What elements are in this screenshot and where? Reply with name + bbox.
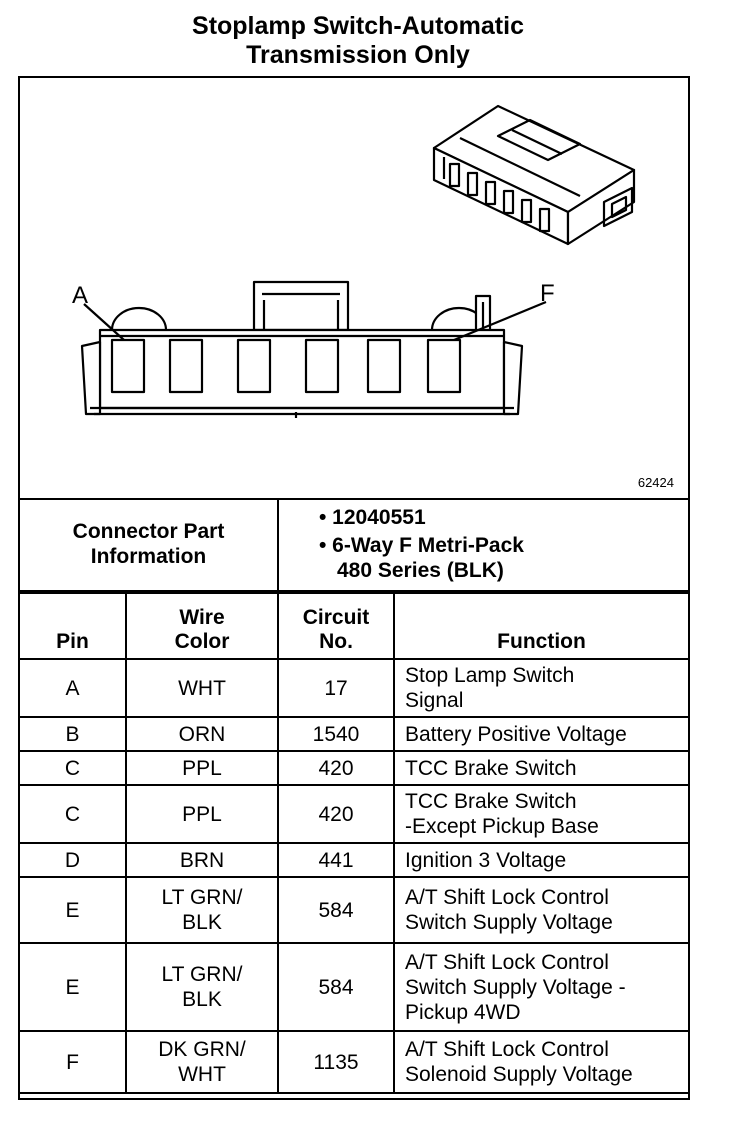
circuit-cell: 1135 xyxy=(277,1030,395,1094)
wire-color-line-1: BRN xyxy=(179,848,225,872)
wire-color-line-1: PPL xyxy=(182,802,222,826)
wire-color-cell: DK GRN/WHT xyxy=(125,1030,279,1094)
function-line-1: Battery Positive Voltage xyxy=(405,722,627,746)
function-line-2: Switch Supply Voltage - xyxy=(405,975,626,999)
function-cell: Ignition 3 Voltage xyxy=(393,842,688,878)
connector-description: • 6-Way F Metri-Pack 480 Series (BLK) xyxy=(319,533,688,583)
wire-color-line-2: BLK xyxy=(182,911,222,934)
connector-illustration: A F 62424 xyxy=(20,78,688,500)
circuit-header-line-1: Circuit xyxy=(302,606,370,629)
wire-color-cell: ORN xyxy=(125,716,279,752)
function-cell: Battery Positive Voltage xyxy=(393,716,688,752)
pin-f-leader xyxy=(453,300,547,342)
circuit-cell: 420 xyxy=(277,784,395,844)
pin-table: Pin Wire Color Circuit No. Function A WH… xyxy=(20,592,688,1094)
circuit-header: Circuit No. xyxy=(277,592,395,660)
function-header: Function xyxy=(393,592,688,660)
figure-number: 62424 xyxy=(637,475,674,490)
pin-cell: E xyxy=(20,876,127,944)
pin-cell: F xyxy=(20,1030,127,1094)
table-row: B ORN 1540 Battery Positive Voltage xyxy=(20,716,688,752)
connector-description-line-1: • 6-Way F Metri-Pack xyxy=(319,534,524,557)
connector-sheet: A F 62424 Connector Part Information • 1… xyxy=(18,76,690,1100)
wire-color-line-1: ORN xyxy=(178,722,226,746)
connector-info-header-line-1: Connector Part xyxy=(72,520,225,543)
function-line-1: Stop Lamp Switch xyxy=(405,664,575,687)
part-number: • 12040551 xyxy=(319,506,426,529)
pin-cell: D xyxy=(20,842,127,878)
wire-color-cell: LT GRN/BLK xyxy=(125,942,279,1032)
table-row: F DK GRN/WHT 1135 A/T Shift Lock Control… xyxy=(20,1030,688,1094)
connector-description-line-2: 480 Series (BLK) xyxy=(337,559,504,582)
connector-part-info: Connector Part Information • 12040551 • … xyxy=(20,498,688,592)
function-line-1: TCC Brake Switch xyxy=(405,756,577,780)
function-cell: TCC Brake Switch-Except Pickup Base xyxy=(393,784,688,844)
function-line-1: A/T Shift Lock Control xyxy=(405,950,609,974)
connector-iso-view xyxy=(432,104,636,246)
wire-color-cell: LT GRN/BLK xyxy=(125,876,279,944)
wire-color-line-1: LT GRN/ xyxy=(161,963,243,986)
circuit-cell: 420 xyxy=(277,750,395,786)
wire-color-line-2: BLK xyxy=(182,988,222,1011)
circuit-cell: 1540 xyxy=(277,716,395,752)
wire-color-line-1: DK GRN/ xyxy=(158,1038,246,1061)
pin-f-label: F xyxy=(540,280,555,307)
function-line-2: Signal xyxy=(405,689,464,712)
pin-cell: C xyxy=(20,784,127,844)
pin-cell: C xyxy=(20,750,127,786)
function-line-3: Pickup 4WD xyxy=(405,1000,521,1024)
table-row: C PPL 420 TCC Brake Switch xyxy=(20,750,688,786)
title-line-1: Stoplamp Switch-Automatic xyxy=(192,12,524,40)
wire-color-cell: PPL xyxy=(125,784,279,844)
connector-info-header-line-2: Information xyxy=(90,545,207,568)
pin-cell: A xyxy=(20,658,127,718)
wire-color-cell: WHT xyxy=(125,658,279,718)
function-line-1: TCC Brake Switch xyxy=(405,790,577,813)
circuit-cell: 584 xyxy=(277,876,395,944)
wire-color-header-line-1: Wire xyxy=(179,606,225,629)
page-title: Stoplamp Switch-Automatic Transmission O… xyxy=(0,12,716,70)
table-row: C PPL 420 TCC Brake Switch-Except Pickup… xyxy=(20,784,688,844)
wire-color-line-1: LT GRN/ xyxy=(161,886,243,909)
wire-color-line-1: WHT xyxy=(178,676,226,700)
pin-a-leader xyxy=(83,303,125,341)
wire-color-line-2: WHT xyxy=(178,1063,226,1086)
wire-color-header-line-2: Color xyxy=(174,630,230,653)
function-cell: TCC Brake Switch xyxy=(393,750,688,786)
pin-cell: E xyxy=(20,942,127,1032)
pin-table-header: Pin Wire Color Circuit No. Function xyxy=(20,592,688,660)
circuit-cell: 441 xyxy=(277,842,395,878)
wire-color-cell: PPL xyxy=(125,750,279,786)
circuit-header-line-2: No. xyxy=(319,630,353,653)
table-row: D BRN 441 Ignition 3 Voltage xyxy=(20,842,688,878)
function-line-2: -Except Pickup Base xyxy=(405,815,599,838)
connector-info-values: • 12040551 • 6-Way F Metri-Pack 480 Seri… xyxy=(277,498,688,592)
function-line-2: Switch Supply Voltage xyxy=(405,911,613,934)
function-line-1: A/T Shift Lock Control xyxy=(405,886,609,909)
connector-drawing xyxy=(80,104,636,418)
function-line-1: Ignition 3 Voltage xyxy=(405,848,567,872)
wire-color-line-1: PPL xyxy=(182,756,222,780)
title-line-2: Transmission Only xyxy=(246,41,470,69)
wire-color-cell: BRN xyxy=(125,842,279,878)
circuit-cell: 584 xyxy=(277,942,395,1032)
pin-cell: B xyxy=(20,716,127,752)
circuit-cell: 17 xyxy=(277,658,395,718)
connector-front-view xyxy=(80,280,547,418)
connector-info-header: Connector Part Information xyxy=(20,498,279,592)
wire-color-header: Wire Color xyxy=(125,592,279,660)
pin-a-label: A xyxy=(72,282,89,309)
function-line-2: Solenoid Supply Voltage xyxy=(405,1063,633,1086)
pin-header: Pin xyxy=(20,592,127,660)
function-line-1: A/T Shift Lock Control xyxy=(405,1038,609,1061)
